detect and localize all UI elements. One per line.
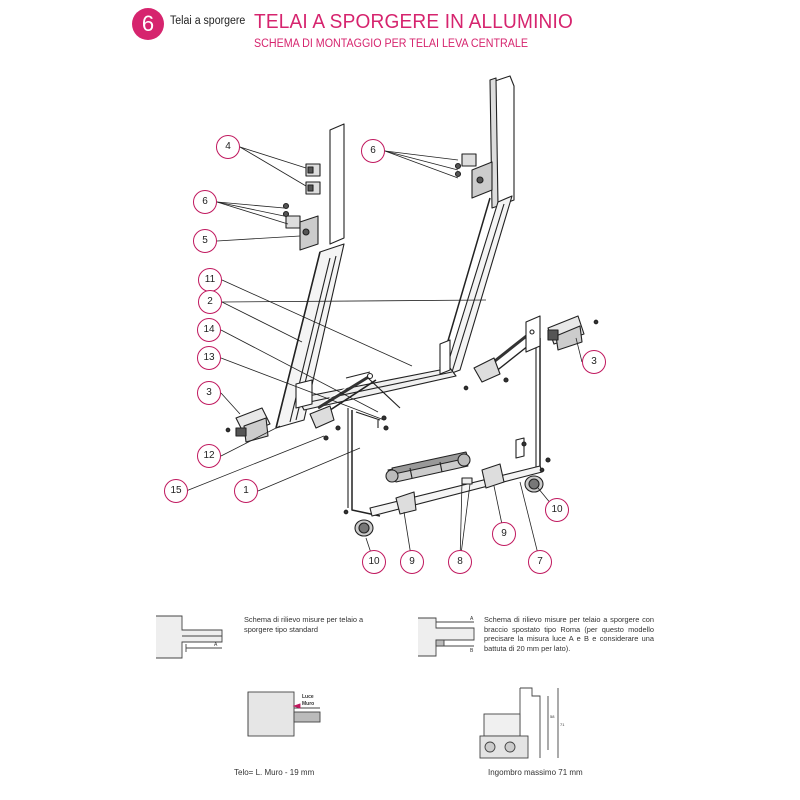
roma-label-b: B [470,648,474,654]
roma-label-a: A [470,616,474,622]
right-stay-arm [473,315,541,383]
page-title: TELAI A SPORGERE IN ALLUMINIO [254,10,574,33]
luce-label: Luce [302,694,314,700]
center-frame-profile [439,75,515,377]
standard-label-a: A [214,642,218,648]
handle-bar [385,451,505,515]
callout-6-right: 6 [361,139,385,163]
callout-14: 14 [197,318,221,342]
top-left-fittings [282,163,321,251]
top-right-fittings [454,153,493,199]
callout-8: 8 [448,550,472,574]
callout-2: 2 [198,290,222,314]
callout-3-left: 3 [197,381,221,405]
roma-note: Schema di rilievo misure per telaio a sp… [484,615,654,653]
callout-10-left: 10 [362,550,386,574]
frame-bottom-rail [295,339,457,411]
left-stay-arm [309,371,401,429]
callout-9-left: 9 [400,550,424,574]
leader-lines [185,146,583,563]
callout-6-left: 6 [193,190,217,214]
left-frame-profile [275,123,345,429]
section-number-badge: 6 [132,8,164,40]
standard-note: Schema di rilievo misure per telaio a sp… [244,615,364,634]
dim-small-label: 58 [550,714,555,719]
end-cap-left [354,519,374,537]
hinge-right [547,315,585,351]
roma-measure-sketch [418,617,475,657]
page-subtitle: SCHEMA DI MONTAGGIO PER TELAI LEVA CENTR… [254,38,528,50]
callout-15: 15 [164,479,188,503]
telo-sketch [247,691,321,737]
callout-5: 5 [193,229,217,253]
muro-label: Muro [302,701,314,707]
callout-10-right: 10 [545,498,569,522]
callout-12: 12 [197,444,221,468]
standard-measure-sketch [156,615,223,659]
callout-4: 4 [216,135,240,159]
assembly-diagram [185,75,599,563]
callout-9-right: 9 [492,522,516,546]
detail-sketches: A A B Luce Muro 58 71 [156,615,565,759]
callout-13: 13 [197,346,221,370]
callout-3-right: 3 [582,350,606,374]
hinge-left [235,407,271,443]
end-cap-right [524,475,544,493]
telo-caption: Telo= L. Muro - 19 mm [234,768,315,777]
ingombro-sketch [479,687,559,759]
callout-1: 1 [234,479,258,503]
screws [225,319,599,515]
section-label: Telai a sporgere [170,15,246,27]
ingombro-caption: Ingombro massimo 71 mm [488,768,583,777]
callout-7: 7 [528,550,552,574]
callout-11: 11 [198,268,222,292]
dim-large-label: 71 [560,722,565,727]
